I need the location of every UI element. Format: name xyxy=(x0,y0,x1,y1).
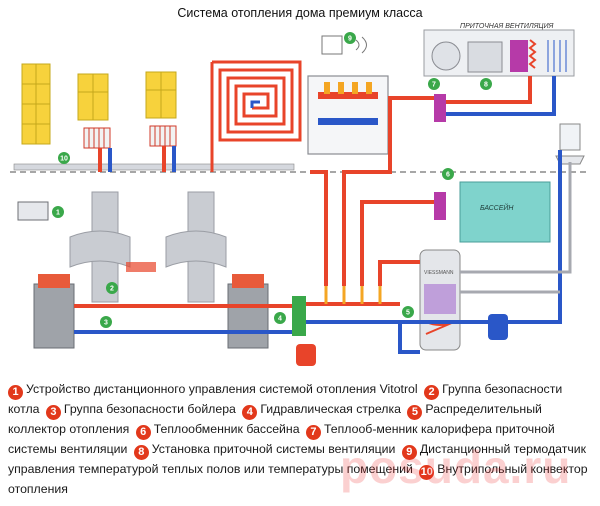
hydraulic-separator xyxy=(292,296,306,336)
marker-5: 5 xyxy=(402,306,414,318)
legend-number-badge: 6 xyxy=(135,425,151,440)
legend-number-badge: 3 xyxy=(45,405,61,420)
boiler-1 xyxy=(33,274,75,349)
flue-pipes xyxy=(69,191,227,303)
svg-text:3: 3 xyxy=(104,320,108,327)
window-3 xyxy=(145,71,177,119)
legend-number-badge: 5 xyxy=(407,405,423,420)
marker-8: 8 xyxy=(480,78,492,90)
legend-text: Группа безопасности бойлера xyxy=(63,402,236,416)
svg-text:7: 7 xyxy=(432,82,436,89)
marker-2: 2 xyxy=(106,282,118,294)
heating-diagram: 1 2 3 4 5 6 7 8 9 10 ПРИТОЧНАЯ ВЕНТИЛЯЦИ… xyxy=(10,23,590,366)
legend-text: Теплообменник бассейна xyxy=(153,422,300,436)
svg-text:8: 8 xyxy=(484,82,488,89)
svg-text:5: 5 xyxy=(406,310,410,317)
expansion-vessel-red xyxy=(296,344,316,366)
radiator-1 xyxy=(83,127,111,149)
boiler-brand-label: VIESSMANN xyxy=(424,270,454,276)
marker-9: 9 xyxy=(344,32,356,44)
distribution-manifold xyxy=(306,286,400,324)
legend-number-badge: 10 xyxy=(419,465,435,480)
hot-pipes xyxy=(74,76,532,308)
cold-pipes xyxy=(74,76,562,354)
marker-3: 3 xyxy=(100,316,112,328)
number-markers: 1 2 3 4 5 6 7 8 9 10 xyxy=(52,32,492,328)
ventilation-unit xyxy=(423,29,575,77)
legend-text: Устройство дистанционного управления сис… xyxy=(26,382,418,396)
sink xyxy=(555,123,585,165)
marker-1: 1 xyxy=(52,206,64,218)
svg-text:9: 9 xyxy=(348,36,352,43)
legend-number-badge: 9 xyxy=(401,445,417,460)
pool-label: БАССЕЙН xyxy=(480,203,514,212)
boiler-2 xyxy=(227,274,269,349)
legend-text: Распределительный коллектор отопления xyxy=(8,402,542,436)
legend-text: Дистанционный термодатчик управления тем… xyxy=(8,442,586,476)
radiator-2 xyxy=(149,125,177,147)
vitotrol-remote-control xyxy=(17,201,49,221)
legend-number-badge: 4 xyxy=(242,405,258,420)
boiler-display-1 xyxy=(126,262,156,272)
svg-text:4: 4 xyxy=(278,316,282,323)
legend-number-badge: 8 xyxy=(133,445,149,460)
marker-4: 4 xyxy=(274,312,286,324)
wireless-signal-icon xyxy=(355,36,367,54)
floor-convector-channel xyxy=(13,163,295,171)
marker-10: 10 xyxy=(58,152,70,164)
marker-6: 6 xyxy=(442,168,454,180)
svg-text:2: 2 xyxy=(110,286,114,293)
svg-text:1: 1 xyxy=(56,210,60,217)
legend-text: Гидравлическая стрелка xyxy=(260,402,401,416)
page-title: Система отопления дома премиум класса xyxy=(177,6,423,20)
ventilation-heat-exchanger xyxy=(434,94,446,122)
room-thermostat xyxy=(321,35,343,55)
pool-heat-exchanger xyxy=(434,192,446,220)
legend-number-badge: 7 xyxy=(305,425,321,440)
legend-number-badge: 2 xyxy=(424,385,440,400)
gray-pipes xyxy=(460,162,572,294)
legend-text: Группа безопасности котла xyxy=(8,382,563,416)
window-2 xyxy=(77,73,109,121)
window-1 xyxy=(21,63,51,145)
legend-text: Внутрипольный конвектор отопления xyxy=(8,462,588,496)
ventilation-label: ПРИТОЧНАЯ ВЕНТИЛЯЦИЯ xyxy=(460,23,554,30)
legend-text: Теплооб-менник калорифера приточной сист… xyxy=(8,422,555,456)
legend-text: Установка приточной системы вентиляции xyxy=(151,442,396,456)
underfloor-manifold-cabinet xyxy=(307,75,389,155)
underfloor-heating-coil xyxy=(210,60,302,172)
marker-7: 7 xyxy=(428,78,440,90)
pool xyxy=(459,181,551,243)
legend-number-badge: 1 xyxy=(8,385,23,400)
svg-text:6: 6 xyxy=(446,172,450,179)
svg-text:10: 10 xyxy=(60,156,68,163)
hot-water-cylinder xyxy=(419,249,461,351)
expansion-vessel-blue xyxy=(488,314,508,340)
